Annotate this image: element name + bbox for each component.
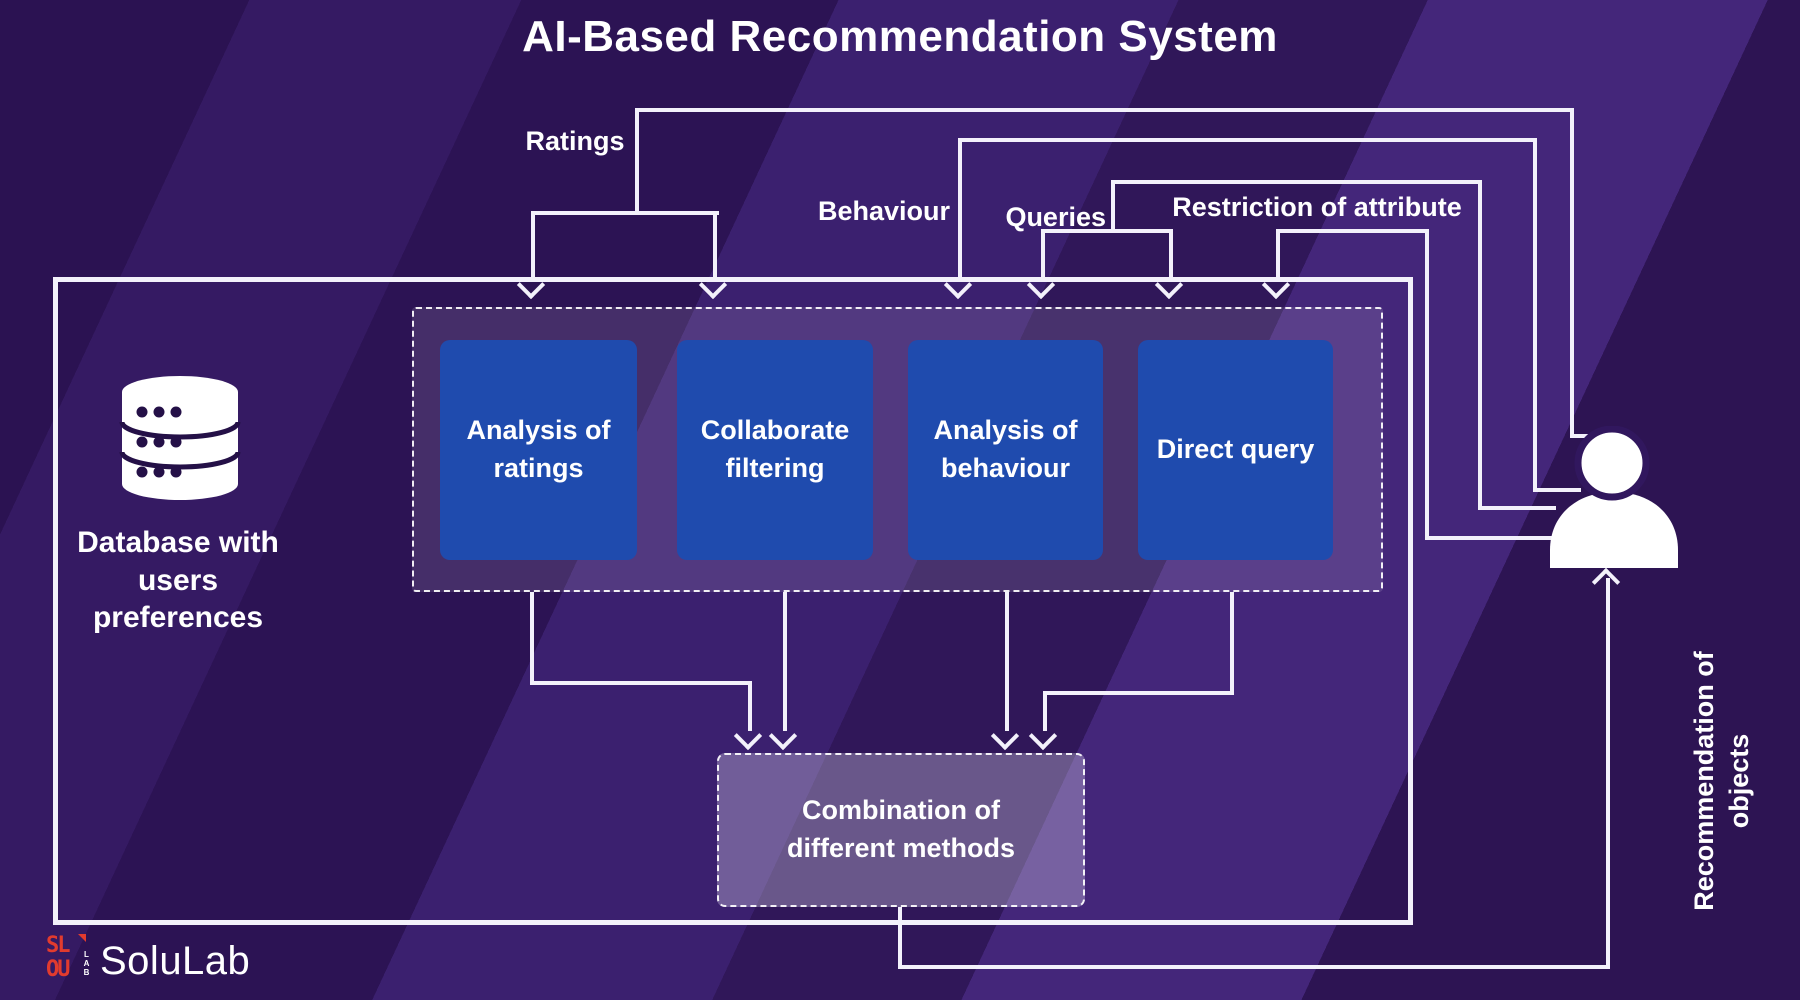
flow-label-behaviour: Behaviour	[817, 196, 950, 226]
connector-segment	[1533, 488, 1581, 492]
logo-glyph-top: SL	[46, 933, 71, 958]
recommendation-label: Recommendation of objects	[1688, 651, 1754, 911]
connector-segment	[1533, 138, 1537, 492]
connector-segment	[898, 907, 902, 969]
connector-segment	[1169, 229, 1173, 279]
brand-logo: SL OU LAB SoluLab	[46, 934, 250, 988]
connector-segment	[1425, 536, 1552, 540]
connector-segment	[958, 138, 962, 280]
connector-segment	[1041, 229, 1173, 233]
method-box-label: Analysis of behaviour	[933, 415, 1078, 483]
flow-label-ratings: Ratings	[525, 126, 625, 156]
connector-segment	[530, 592, 534, 685]
connector-segment	[1230, 592, 1234, 695]
connector-segment	[1041, 229, 1045, 279]
connector-segment	[637, 108, 1574, 112]
logo-side-text: LAB	[82, 950, 91, 977]
connector-segment	[958, 138, 1537, 142]
connector-segment	[1478, 180, 1482, 510]
connector-segment	[713, 211, 717, 279]
method-box-collaborate-filtering: Collaborate filtering	[677, 340, 873, 560]
connector-segment	[1276, 229, 1429, 233]
connector-segment	[783, 592, 787, 731]
page-title: AI-Based Recommendation System	[522, 12, 1278, 61]
method-box-analysis-of-ratings: Analysis of ratings	[440, 340, 637, 560]
connector-segment	[635, 108, 639, 215]
connector-segment	[530, 681, 752, 685]
database-label: Database with users preferences	[77, 526, 279, 634]
connector-segment	[1043, 691, 1234, 695]
connector-segment	[1005, 592, 1009, 731]
connector-segment	[1570, 108, 1574, 438]
method-box-analysis-of-behaviour: Analysis of behaviour	[908, 340, 1103, 560]
database-cylinder-icon	[119, 376, 241, 500]
connector-segment	[531, 211, 719, 215]
brand-name: SoluLab	[100, 938, 251, 983]
method-box-label: Analysis of ratings	[466, 415, 611, 483]
system-boundary-rectangle	[53, 277, 1413, 925]
logo-triangle-icon	[78, 934, 86, 942]
method-box-label: Direct query	[1156, 434, 1315, 465]
person-icon	[1550, 426, 1678, 568]
connector-segment	[898, 965, 1610, 969]
connector-segment	[1043, 691, 1047, 731]
method-box-label: Collaborate filtering	[700, 415, 850, 483]
flow-label-restriction: Restriction of attribute	[1172, 192, 1462, 222]
connector-segment	[748, 681, 752, 731]
connector-segment	[1478, 506, 1556, 510]
logo-glyph-bottom: OU	[46, 957, 71, 982]
flow-label-queries: Queries	[1005, 202, 1106, 232]
combination-box-label: Combination of different methods	[786, 795, 1015, 863]
arrowhead-up-icon	[1591, 567, 1621, 597]
connector-segment	[1606, 578, 1610, 969]
solulab-pixel-logo-icon: SL OU LAB	[46, 933, 91, 988]
connector-segment	[1276, 229, 1280, 279]
connector-segment	[1111, 180, 1115, 233]
connector-segment	[1111, 180, 1482, 184]
combination-box: Combination of different methods	[717, 753, 1085, 907]
connector-segment	[531, 211, 535, 279]
method-box-direct-query: Direct query	[1138, 340, 1333, 560]
connector-segment	[1425, 229, 1429, 540]
